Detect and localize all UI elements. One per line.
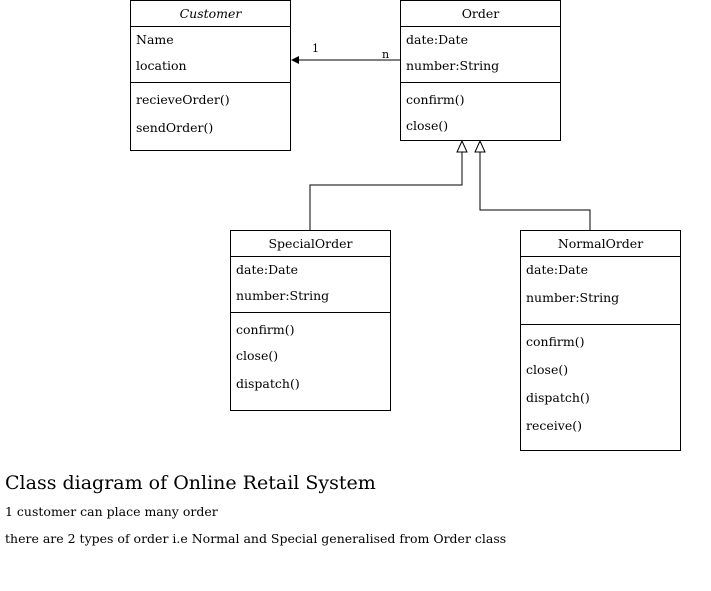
class-customer-attribute: location xyxy=(136,58,187,73)
multiplicity-customer: 1 xyxy=(312,42,319,55)
class-special-order[interactable]: SpecialOrder date:Date number:String con… xyxy=(230,230,391,411)
class-customer-operation: sendOrder() xyxy=(136,120,214,135)
class-customer-operation: recieveOrder() xyxy=(136,92,230,107)
generalization-triangle-special xyxy=(456,139,468,153)
class-order-operation: close() xyxy=(406,118,449,133)
class-normal-order-operation: receive() xyxy=(526,418,582,433)
class-order[interactable]: Order date:Date number:String confirm() … xyxy=(400,0,561,141)
class-customer-name: Customer xyxy=(131,1,290,27)
caption-line: 1 customer can place many order xyxy=(5,504,218,519)
class-customer-attribute: Name xyxy=(136,32,174,47)
class-special-order-operation: dispatch() xyxy=(236,376,300,391)
class-special-order-operation: close() xyxy=(236,348,279,363)
generalization-line-special xyxy=(309,152,463,230)
class-special-order-operation: confirm() xyxy=(236,322,295,337)
caption-title: Class diagram of Online Retail System xyxy=(5,472,376,494)
association-arrowhead xyxy=(291,56,299,64)
class-normal-order[interactable]: NormalOrder date:Date number:String conf… xyxy=(520,230,681,451)
class-normal-order-operation: confirm() xyxy=(526,334,585,349)
generalization-triangle-normal xyxy=(474,139,486,153)
generalization-line-normal xyxy=(479,152,591,230)
class-normal-order-divider xyxy=(521,324,680,325)
class-normal-order-operation: dispatch() xyxy=(526,390,590,405)
class-customer-divider xyxy=(131,82,290,83)
class-special-order-attribute: number:String xyxy=(236,288,330,303)
multiplicity-order: n xyxy=(382,48,390,61)
class-order-name: Order xyxy=(401,1,560,27)
class-normal-order-attribute: number:String xyxy=(526,290,620,305)
caption-line: there are 2 types of order i.e Normal an… xyxy=(5,531,507,546)
class-order-attribute: date:Date xyxy=(406,32,468,47)
class-special-order-name: SpecialOrder xyxy=(231,231,390,257)
class-normal-order-attribute: date:Date xyxy=(526,262,588,277)
class-order-operation: confirm() xyxy=(406,92,465,107)
class-order-divider xyxy=(401,82,560,83)
class-special-order-attribute: date:Date xyxy=(236,262,298,277)
class-customer[interactable]: Customer Name location recieveOrder() se… xyxy=(130,0,291,151)
class-special-order-divider xyxy=(231,312,390,313)
class-normal-order-name: NormalOrder xyxy=(521,231,680,257)
class-order-attribute: number:String xyxy=(406,58,500,73)
class-normal-order-operation: close() xyxy=(526,362,569,377)
